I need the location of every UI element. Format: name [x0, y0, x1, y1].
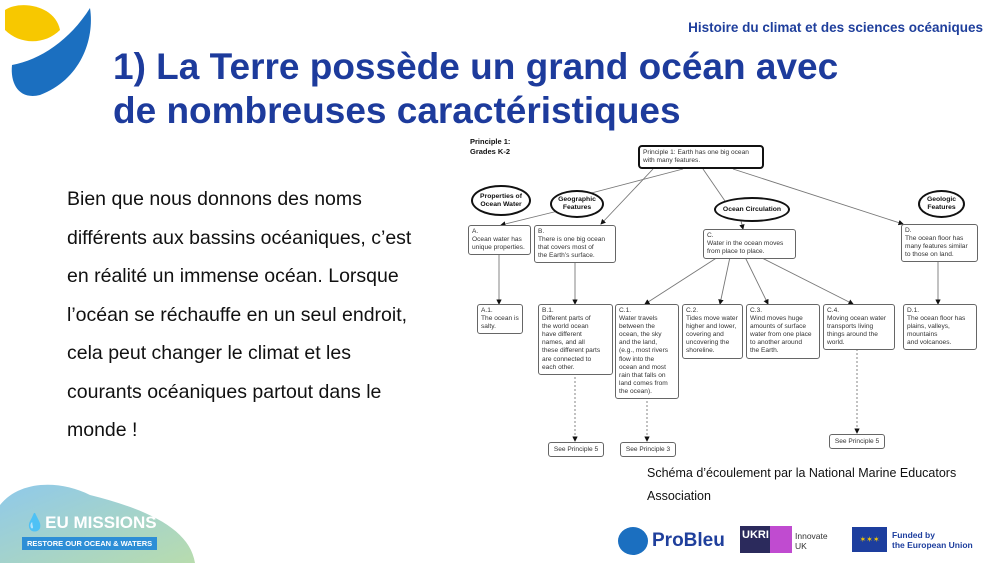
probleu-logo: ProBleu — [652, 530, 725, 551]
see-principle-5-ref: See Principle 5 — [548, 442, 604, 457]
detail-d1: D.1. The ocean floor has plains, valleys… — [903, 304, 977, 351]
ukri-logo: UKRI — [740, 526, 792, 553]
detail-b1: B.1. Different parts of the world ocean … — [538, 304, 613, 375]
caption-line1: Schéma d’écoulement par la National Mari… — [647, 466, 957, 480]
eu-missions-subtitle: RESTORE OUR OCEAN & WATERS — [22, 537, 158, 550]
category-geologic: Geologic Features — [918, 190, 965, 218]
detail-c1: C.1. Water travels between the ocean, th… — [615, 304, 679, 400]
category-geographic: Geographic Features — [550, 190, 604, 218]
drop-icon: 💧 — [24, 513, 46, 532]
detail-c3: C.3. Wind moves huge amounts of surface … — [746, 304, 820, 359]
eu-flag-icon: ✶✶✶ — [852, 527, 887, 552]
probleu-emblem-icon — [618, 527, 648, 555]
category-properties: Properties of Ocean Water — [471, 185, 531, 216]
category-circulation: Ocean Circulation — [714, 197, 790, 222]
concept-b: B. There is one big ocean that covers mo… — [534, 225, 616, 264]
detail-c2: C.2. Tides move water higher and lower, … — [682, 304, 743, 359]
decorative-logo-shape — [5, 5, 91, 96]
concept-a: A. Ocean water has unique properties. — [468, 225, 531, 256]
concept-c: C. Water in the ocean moves from place t… — [703, 229, 796, 260]
innovate-uk-label: Innovate UK — [795, 531, 828, 551]
root-principle-box: Principle 1: Earth has one big ocean wit… — [638, 145, 764, 170]
body-paragraph: Bien que nous donnons des noms différent… — [67, 188, 412, 441]
page-title-line1: 1) La Terre possède un grand océan avec — [113, 46, 839, 87]
diagram-caption: Schéma d’écoulement par la National Mari… — [647, 462, 977, 508]
page-title-line2: de nombreuses caractéristiques — [113, 90, 681, 131]
eu-funded-label: Funded by the European Union — [892, 530, 973, 550]
detail-c4: C.4. Moving ocean water transports livin… — [823, 304, 895, 351]
concept-d: D. The ocean floor has many features sim… — [901, 224, 978, 263]
ocean-principle-flowchart: Principle 1: Grades K-2 Principle 1: Ear… — [463, 133, 978, 461]
see-principle-3-ref: See Principle 3 — [620, 442, 676, 457]
flowchart-heading: Principle 1: Grades K-2 — [470, 137, 511, 156]
eu-missions-logo: 💧EU MISSIONS — [24, 513, 157, 532]
flowchart-connectors — [496, 168, 941, 442]
caption-line2: Association — [647, 489, 711, 503]
see-principle-5-ref-2: See Principle 5 — [829, 434, 885, 449]
course-header: Histoire du climat et des sciences océan… — [688, 20, 983, 35]
detail-a1: A.1. The ocean is salty. — [477, 304, 523, 335]
